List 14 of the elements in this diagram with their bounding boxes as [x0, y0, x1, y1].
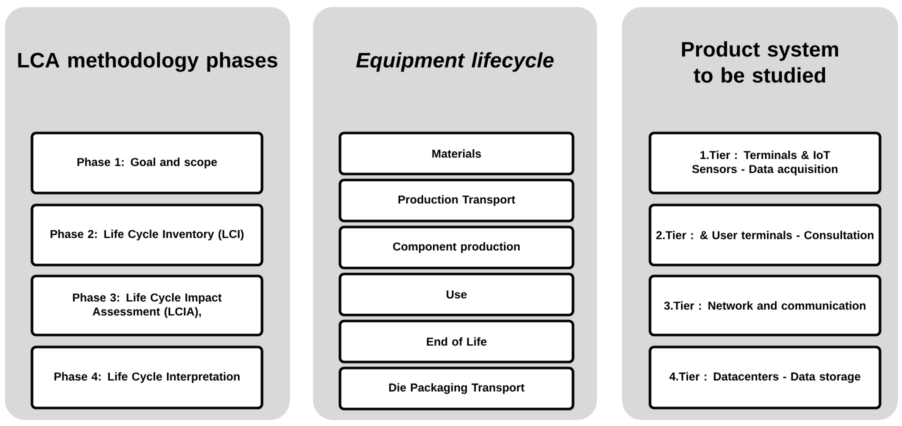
process-box: 1.Tier : Terminals & IoT Sensors - Data acquisition	[648, 132, 882, 194]
process-box: 4.Tier : Datacenters - Data storage	[648, 346, 882, 410]
process-box: Phase 2: Life Cycle Inventory (LCI)	[30, 204, 264, 266]
process-box: Phase 4: Life Cycle Interpretation	[30, 346, 264, 410]
process-box: Die Packaging Transport	[338, 366, 574, 410]
process-box: Use	[338, 272, 574, 316]
process-box: End of Life	[338, 320, 574, 364]
process-box: Phase 1: Goal and scope	[30, 132, 264, 194]
process-box: 3.Tier : Network and communication	[648, 274, 882, 336]
process-box: Production Transport	[338, 178, 574, 222]
process-box: Materials	[338, 132, 574, 176]
process-box: Phase 3: Life Cycle Impact Assessment (LCIA),	[30, 274, 264, 336]
process-box: Component production	[338, 226, 574, 270]
process-box: 2.Tier : & User terminals - Consultation	[648, 204, 882, 266]
